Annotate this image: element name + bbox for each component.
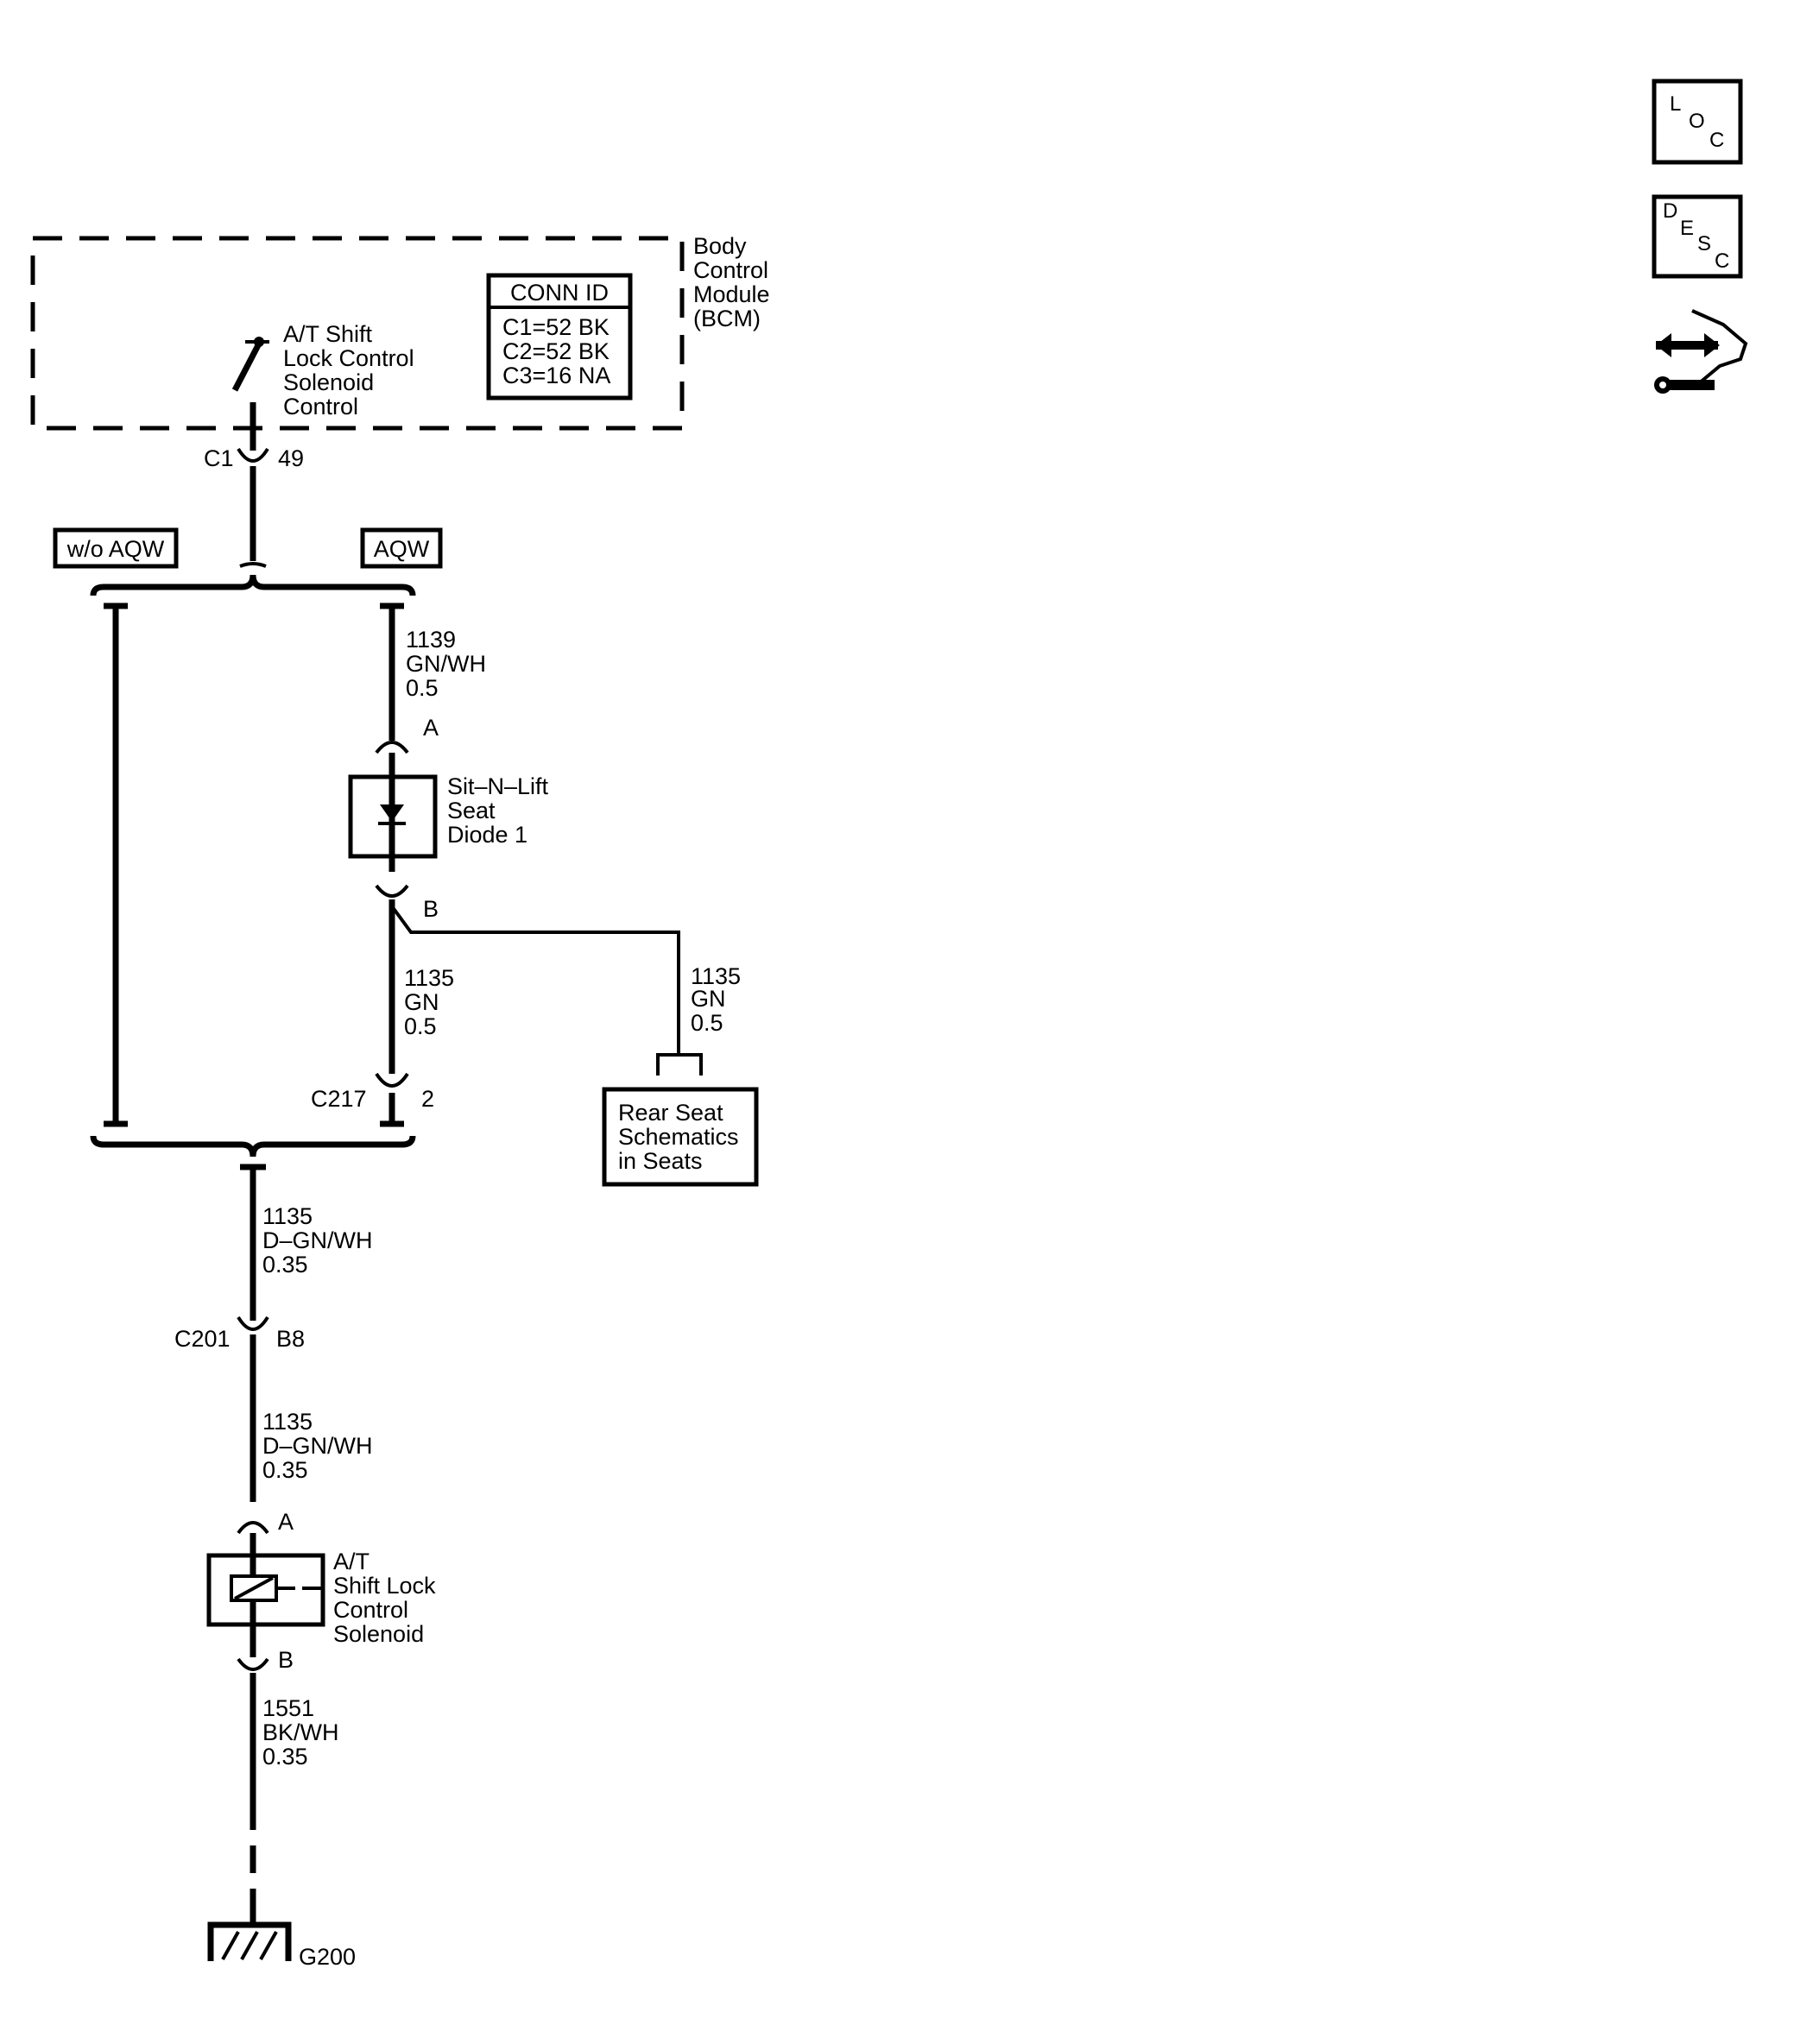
diode-pin-a: A bbox=[423, 715, 439, 741]
switch-label-line-3: Solenoid bbox=[283, 369, 374, 395]
wire-1135-rear-color: GN bbox=[691, 986, 726, 1012]
connector-c201-name: C201 bbox=[174, 1326, 231, 1352]
option-merge-bottom bbox=[90, 1135, 416, 1170]
rear-seat-schematics-box: Rear Seat Schematics in Seats bbox=[602, 1053, 759, 1187]
wire-1135-rear-size: 0.5 bbox=[691, 1010, 723, 1036]
conn-id-box: CONN ID C1=52 BK C2=52 BK C3=16 NA bbox=[486, 273, 633, 401]
svg-text:L: L bbox=[1670, 92, 1681, 116]
ground-g200: G200 bbox=[207, 1921, 356, 1970]
shift-lock-control-solenoid: A B A/T Shift Lock Control Solenoid bbox=[206, 1509, 436, 1673]
connector-c201: C201 B8 bbox=[174, 1315, 305, 1502]
wire-1135-b: 1135 D–GN/WH 0.35 bbox=[262, 1409, 373, 1483]
wire-1139: 1139 GN/WH 0.5 bbox=[380, 602, 486, 741]
connector-c217-name: C217 bbox=[311, 1086, 367, 1112]
wire-1135-a-circuit: 1135 bbox=[262, 1203, 313, 1229]
connector-c217-pin: 2 bbox=[421, 1086, 434, 1112]
svg-text:O: O bbox=[1689, 110, 1705, 133]
wire-1135-seat-size: 0.5 bbox=[404, 1013, 437, 1039]
wire-1139-size: 0.5 bbox=[406, 675, 439, 701]
rear-seat-line-2: Schematics bbox=[618, 1124, 739, 1150]
rear-seat-line-3: in Seats bbox=[618, 1148, 703, 1174]
wire-1551-circuit: 1551 bbox=[262, 1695, 314, 1721]
switch-label-line-2: Lock Control bbox=[283, 345, 414, 371]
sit-n-lift-seat-diode: A B Sit–N–Lift Seat Diode 1 bbox=[348, 715, 549, 922]
solenoid-label-line-1: A/T bbox=[333, 1549, 370, 1574]
wire-1135-a: 1135 D–GN/WH 0.35 bbox=[250, 1167, 373, 1321]
wire-without-aqw-bypass bbox=[104, 602, 128, 1127]
diode-label-line-1: Sit–N–Lift bbox=[447, 773, 549, 799]
wire-1135-rear-circuit: 1135 bbox=[691, 963, 741, 989]
connector-c217: C217 2 bbox=[311, 1072, 434, 1127]
solenoid-label-line-3: Control bbox=[333, 1597, 408, 1623]
svg-text:E: E bbox=[1680, 217, 1694, 240]
svg-text:w/o AQW: w/o AQW bbox=[66, 536, 165, 562]
conn-id-line-1: C1=52 BK bbox=[502, 314, 610, 340]
conn-id-line-3: C3=16 NA bbox=[502, 363, 610, 388]
wire-1135-b-circuit: 1135 bbox=[262, 1409, 313, 1435]
svg-text:AQW: AQW bbox=[374, 536, 430, 562]
wire-1135-seat-circuit: 1135 bbox=[404, 965, 454, 991]
wire-1135-b-size: 0.35 bbox=[262, 1457, 308, 1483]
conn-id-line-2: C2=52 BK bbox=[502, 338, 610, 364]
rear-seat-line-1: Rear Seat bbox=[618, 1100, 723, 1126]
ground-name: G200 bbox=[299, 1944, 356, 1970]
shift-lock-control-switch bbox=[231, 337, 269, 432]
bcm-name-line-4: (BCM) bbox=[693, 306, 761, 331]
connector-c1: C1 49 bbox=[204, 432, 304, 561]
description-icon[interactable]: D E S C bbox=[1652, 194, 1743, 279]
solenoid-pin-b: B bbox=[278, 1647, 294, 1673]
diode-label-line-3: Diode 1 bbox=[447, 822, 527, 848]
wire-1551-color: BK/WH bbox=[262, 1719, 339, 1745]
connector-end-view-icon[interactable] bbox=[1654, 309, 1748, 394]
solenoid-label-line-4: Solenoid bbox=[333, 1621, 424, 1647]
solenoid-pin-a: A bbox=[278, 1509, 294, 1535]
bcm-name-line-3: Module bbox=[693, 281, 770, 307]
option-label-without-aqw: w/o AQW bbox=[53, 527, 179, 569]
switch-label-line-1: A/T Shift bbox=[283, 321, 373, 347]
wire-1139-color: GN/WH bbox=[406, 651, 486, 677]
svg-text:D: D bbox=[1663, 199, 1677, 223]
switch-label-line-4: Control bbox=[283, 394, 358, 420]
wire-1139-circuit: 1139 bbox=[406, 627, 456, 653]
wire-1551-size: 0.35 bbox=[262, 1744, 308, 1770]
conn-id-title: CONN ID bbox=[510, 280, 609, 306]
wire-1135-a-size: 0.35 bbox=[262, 1252, 308, 1278]
wire-1135-a-color: D–GN/WH bbox=[262, 1227, 373, 1253]
connector-c201-pin: B8 bbox=[276, 1326, 305, 1352]
svg-text:C: C bbox=[1715, 249, 1729, 273]
bcm-name-line-1: Body bbox=[693, 233, 747, 259]
connector-c1-name: C1 bbox=[204, 445, 234, 471]
svg-text:C: C bbox=[1709, 129, 1724, 152]
wire-1135-b-color: D–GN/WH bbox=[262, 1433, 373, 1459]
option-label-aqw: AQW bbox=[360, 527, 443, 569]
diode-label-line-2: Seat bbox=[447, 798, 496, 823]
option-split-top bbox=[90, 562, 416, 596]
body-control-module: Body Control Module (BCM) CONN ID C1=52 … bbox=[30, 233, 770, 432]
wire-1135-seat: 1135 GN 0.5 1135 GN 0.5 bbox=[388, 899, 741, 1074]
svg-text:S: S bbox=[1697, 232, 1711, 256]
location-icon[interactable]: L O C bbox=[1652, 79, 1743, 165]
bcm-name-line-2: Control bbox=[693, 257, 768, 283]
connector-c1-pin: 49 bbox=[278, 445, 304, 471]
wire-1551: 1551 BK/WH 0.35 bbox=[250, 1673, 339, 1923]
solenoid-label-line-2: Shift Lock bbox=[333, 1573, 436, 1599]
diode-pin-b: B bbox=[423, 896, 439, 922]
wire-1135-seat-color: GN bbox=[404, 989, 439, 1015]
